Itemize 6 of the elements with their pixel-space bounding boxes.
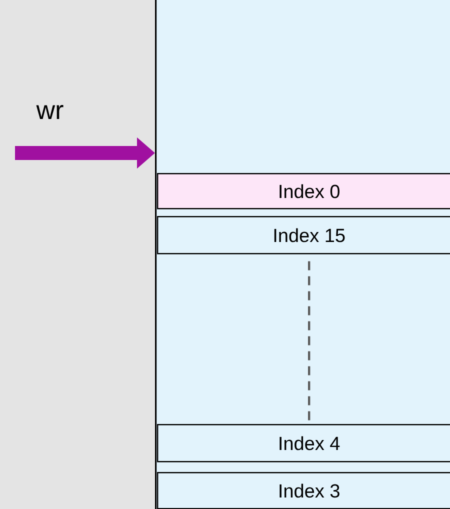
index-slot: Index 3 xyxy=(157,472,450,509)
edge-label: wr xyxy=(36,105,64,119)
ellipsis-line xyxy=(308,261,310,422)
index-slot: Index 0 xyxy=(157,173,450,210)
index-slot: Index 4 xyxy=(157,424,450,462)
index-slot: Index 15 xyxy=(157,216,450,254)
